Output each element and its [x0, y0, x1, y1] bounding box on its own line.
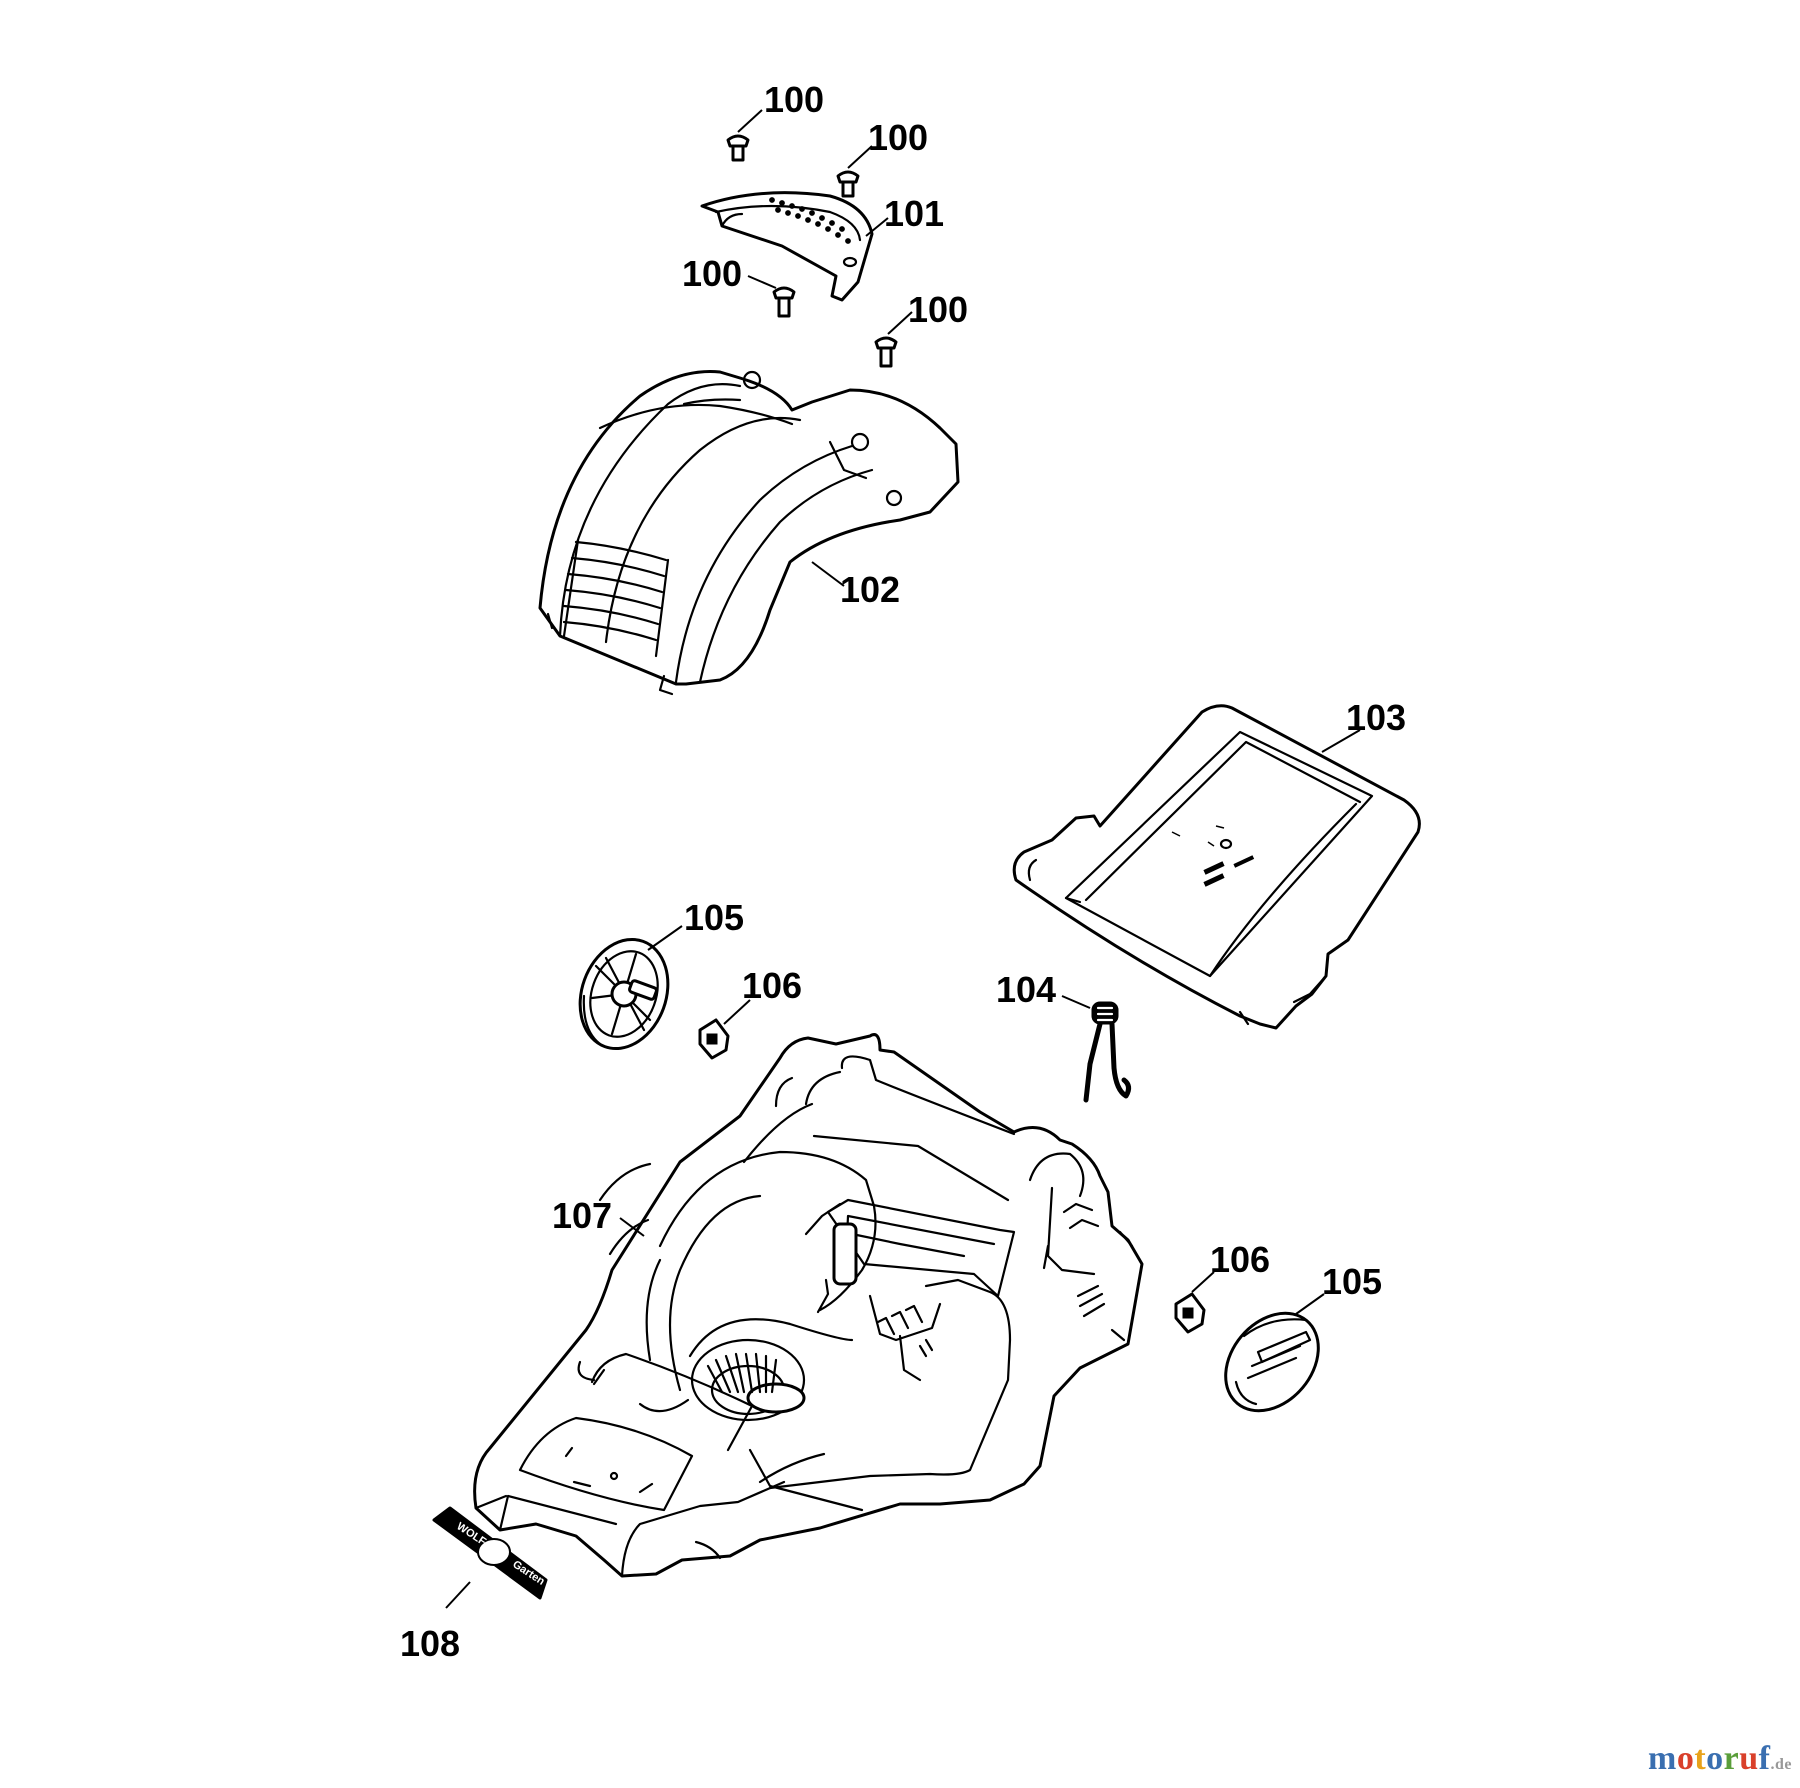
callout-108: 108 — [400, 1623, 460, 1664]
watermark-letter: m — [1648, 1740, 1677, 1777]
motor-cover-vent-grille — [562, 538, 670, 658]
flap-103 — [1012, 704, 1421, 1030]
watermark-letter: f — [1758, 1740, 1771, 1777]
screw-100-mid-left — [747, 275, 796, 318]
callout-106: 106 — [1210, 1239, 1270, 1280]
nut-106-right — [1174, 1271, 1215, 1334]
deck-housing-107 — [473, 1033, 1144, 1578]
callout-100: 100 — [908, 289, 968, 330]
watermark-letter: u — [1739, 1740, 1759, 1777]
handle-101 — [700, 191, 889, 302]
watermark-letter: t — [1694, 1740, 1707, 1777]
callout-104: 104 — [996, 969, 1056, 1010]
motor-cover-102 — [538, 370, 960, 696]
callout-105: 105 — [684, 897, 744, 938]
deck-side-ribs — [876, 1304, 934, 1358]
callout-103: 103 — [1346, 697, 1406, 738]
watermark-letter: o — [1706, 1740, 1724, 1777]
callout-105: 105 — [1322, 1261, 1382, 1302]
watermark-letter: o — [1676, 1740, 1695, 1777]
watermark-letters: motoruf — [1648, 1740, 1771, 1777]
handle-vent-holes — [769, 197, 851, 244]
nut-106-left — [698, 999, 751, 1060]
screw-100-top-left — [726, 109, 763, 162]
screw-100-top-right — [836, 145, 873, 198]
callout-100: 100 — [682, 253, 742, 294]
wheel-hub-105-left — [578, 925, 683, 1051]
deck-fan-ribs — [706, 1352, 778, 1394]
watermark-logo: motoruf.de — [1648, 1740, 1792, 1778]
callout-100: 100 — [764, 79, 824, 120]
spring-104 — [1061, 995, 1132, 1103]
callout-107: 107 — [552, 1195, 612, 1236]
callout-101: 101 — [884, 193, 944, 234]
watermark-tld: .de — [1770, 1756, 1792, 1773]
watermark-letter: r — [1723, 1740, 1740, 1777]
callout-106: 106 — [742, 965, 802, 1006]
callout-102: 102 — [840, 569, 900, 610]
screw-100-mid-right — [874, 311, 913, 368]
callout-100: 100 — [868, 117, 928, 158]
wheel-hub-105-right — [1224, 1293, 1325, 1413]
